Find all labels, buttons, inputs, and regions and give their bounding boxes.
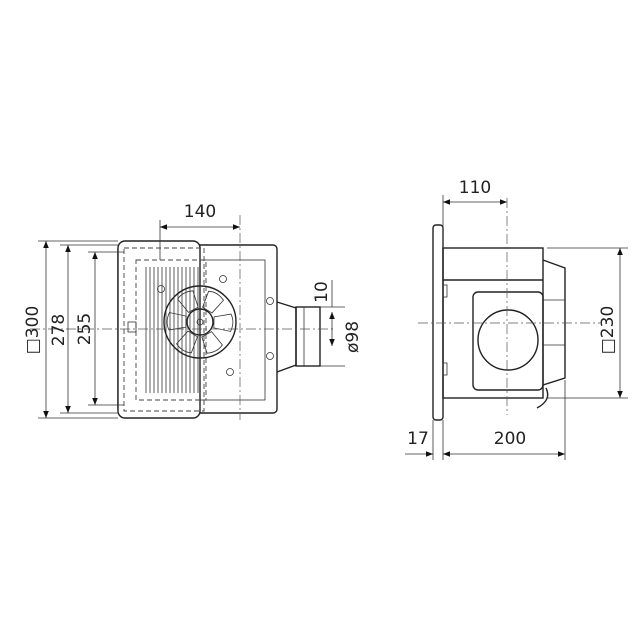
dim-255: 255: [75, 313, 95, 345]
mount-hole: [266, 297, 274, 305]
front-view: □300 278 255 140 10 ø98: [23, 202, 363, 420]
dim-278: 278: [49, 314, 69, 346]
dim-140: 140: [184, 202, 216, 222]
spigot-taper: [276, 301, 297, 373]
fan-blade: [213, 313, 234, 332]
mount-hole: [219, 275, 227, 283]
fan-blade: [177, 290, 199, 313]
duct-opening: [477, 309, 539, 371]
fan-blade: [176, 330, 198, 354]
dim-10: 10: [312, 281, 332, 303]
mount-hole: [157, 285, 165, 293]
dim-110: 110: [459, 178, 491, 198]
fan-blades: [166, 290, 234, 354]
cable: [536, 387, 549, 409]
flange-plate: [432, 224, 444, 421]
switch-slot: [127, 321, 137, 333]
fan-blade: [166, 312, 187, 331]
dim-300: □300: [23, 306, 43, 355]
dim-diameter-98: ø98: [343, 321, 363, 353]
fan-wheel: [163, 285, 237, 359]
dim-200: 200: [494, 429, 526, 449]
hidden-outline-inner: [135, 259, 207, 401]
hidden-outline: [123, 247, 205, 412]
rear-cap: [542, 259, 566, 386]
mount-hole: [266, 352, 274, 360]
motor-housing: [472, 291, 544, 391]
fan-blade: [202, 290, 224, 314]
dim-230: □230: [598, 306, 618, 355]
mount-hole: [226, 368, 234, 376]
side-view: 110 □230 17 200: [405, 178, 628, 460]
fan-hub: [186, 308, 214, 336]
grille-plate: [117, 240, 201, 419]
duct-spigot: [295, 306, 321, 367]
fan-axle: [196, 318, 204, 326]
fan-blade: [201, 331, 223, 354]
dim-17: 17: [407, 429, 429, 449]
